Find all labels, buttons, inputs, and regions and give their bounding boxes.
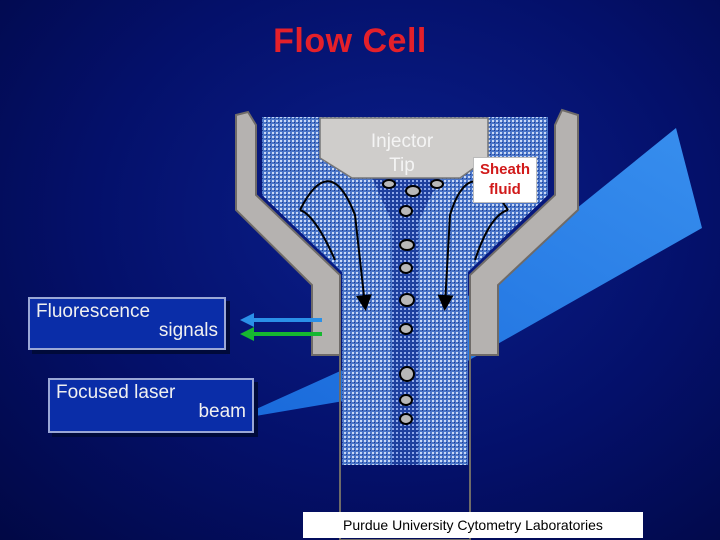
laser-label-line2: beam — [198, 401, 246, 422]
sheath-label-line2: fluid — [489, 181, 521, 198]
cell — [399, 293, 415, 307]
signal-arrow-green-head — [240, 327, 254, 341]
focused-laser-beam-label: Focused laser beam — [48, 378, 254, 433]
cell — [382, 179, 396, 189]
cell — [399, 366, 415, 382]
flow-arrow-right-inner — [474, 209, 509, 261]
laser-beam — [232, 128, 702, 420]
sheath-fluid-label: Sheath fluid — [473, 157, 537, 203]
sheath-label-line1: Sheath — [479, 161, 530, 178]
laser-label-line1: Focused laser — [56, 382, 176, 403]
sample-stream — [372, 178, 440, 465]
cell — [399, 394, 413, 406]
cell — [399, 262, 413, 274]
signal-arrow-blue-head — [240, 313, 254, 327]
flow-arrow-left-inner — [299, 209, 336, 261]
flow-arrow-left-outer — [299, 180, 372, 311]
injector-label-line2: Tip — [389, 155, 415, 176]
injector-tip — [319, 117, 489, 179]
credit-footer: Purdue University Cytometry Laboratories — [303, 512, 643, 538]
cell — [430, 179, 444, 189]
fluorescence-label-line1: Fluorescence — [36, 301, 151, 322]
injector-tip-label: Injector Tip — [355, 130, 449, 178]
fluorescence-label-line2: signals — [158, 320, 218, 341]
fluorescence-signals-label: Fluorescence signals — [28, 297, 226, 350]
fluorescence-signal-arrows — [240, 313, 322, 341]
sample-cells — [382, 179, 444, 425]
injector-label-line1: Injector — [370, 131, 434, 152]
cell — [399, 323, 413, 335]
cell — [399, 205, 413, 217]
cell — [399, 413, 413, 425]
cell — [399, 239, 415, 251]
slide-title: Flow Cell — [273, 22, 427, 60]
cell — [405, 185, 421, 197]
flow-cell-wall — [235, 108, 579, 540]
